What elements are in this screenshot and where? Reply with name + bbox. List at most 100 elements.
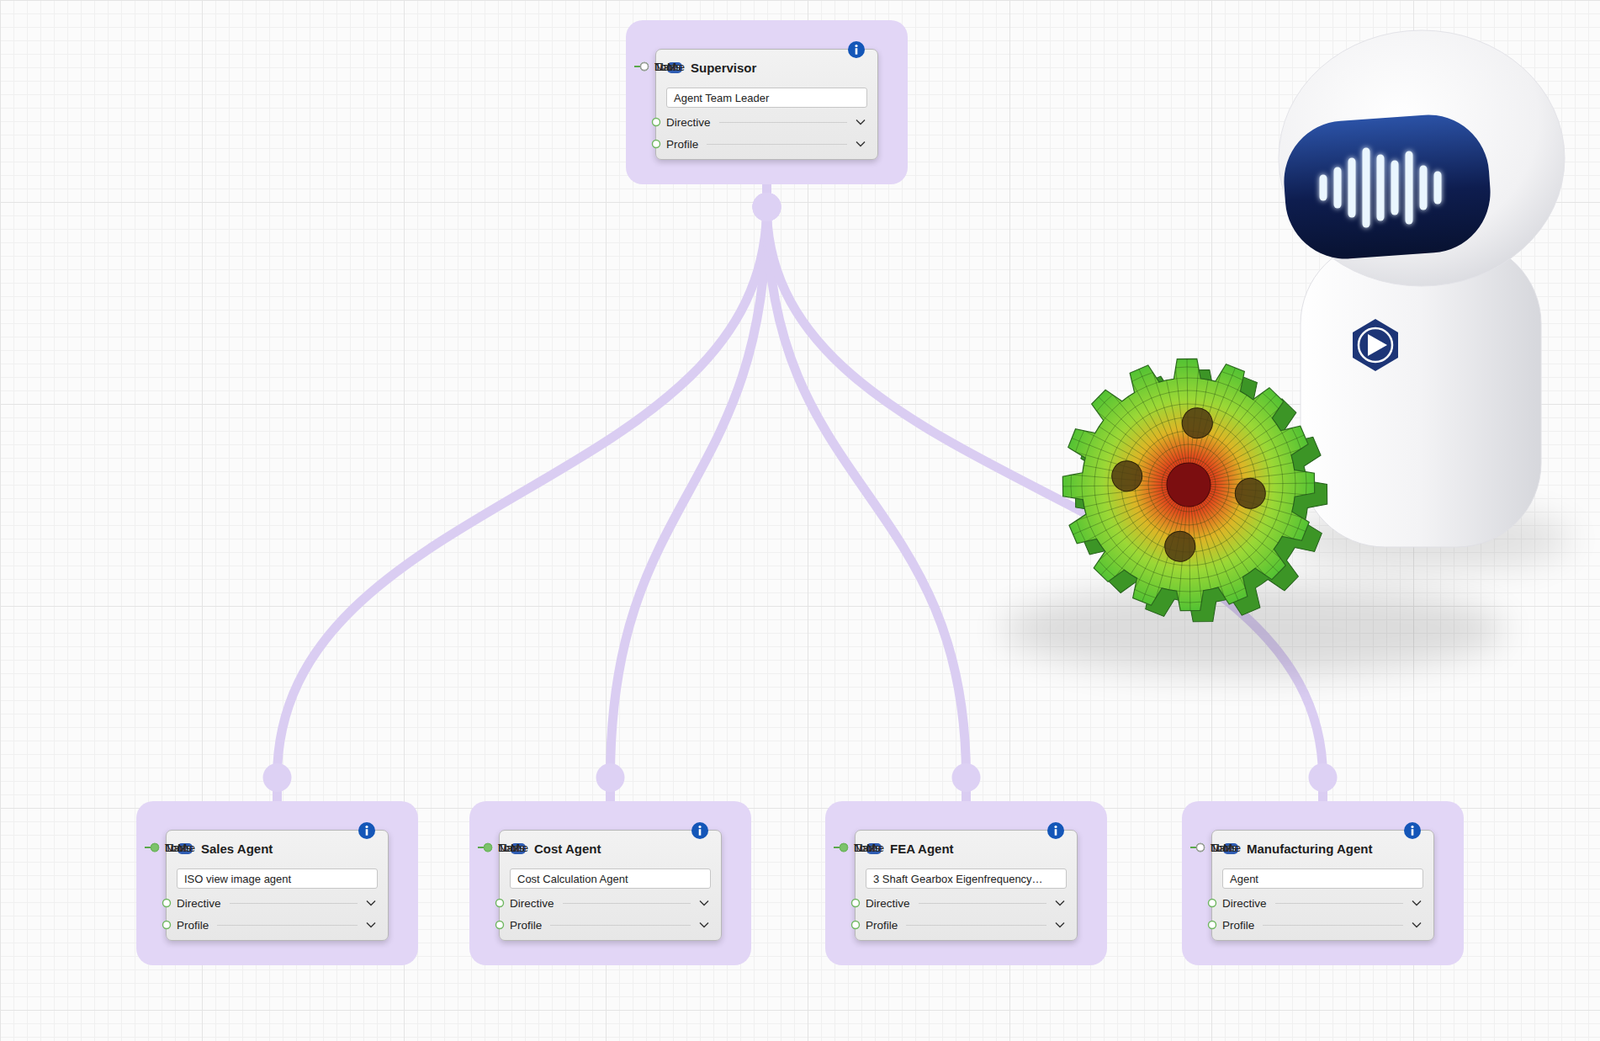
wave-bar: [1391, 164, 1399, 212]
dropdown-rule: [229, 902, 358, 904]
info-circle: [691, 821, 709, 839]
robot-head: [1278, 30, 1565, 287]
chevron: [366, 922, 376, 928]
dropdown-label: Directive: [1222, 896, 1267, 910]
mesh-line: [1101, 370, 1178, 483]
port-row: Tools: [487, 836, 537, 859]
agent-node: Sales AgentNameISO view image agentLLMTo…: [136, 800, 419, 965]
chevron: [1055, 922, 1065, 928]
port-circle: [641, 63, 649, 71]
wave-bar: [1362, 151, 1371, 224]
chevron: [699, 900, 709, 906]
info-dot: [1410, 825, 1414, 828]
dropdown-row: Profile: [166, 913, 388, 936]
port-circle: [484, 843, 493, 852]
dropdown-row: Directive: [656, 111, 878, 133]
mesh-line: [1195, 495, 1242, 614]
info-icon: [1403, 821, 1422, 840]
port-circle: [1197, 843, 1205, 852]
dropdown-rule: [918, 902, 1047, 904]
text-field: 3 Shaft Gearbox Eigenfrequency…: [865, 868, 1067, 889]
robot-logo: [1352, 318, 1399, 371]
info-icon: [1046, 821, 1065, 840]
name-value: Cost Calculation Agent: [517, 872, 629, 885]
gear-face: [1039, 335, 1337, 633]
mesh-ring: [1076, 372, 1301, 597]
port-circle: [163, 899, 171, 907]
agent-connector: [767, 184, 1324, 801]
mesh-line: [1205, 456, 1321, 482]
agent-card: FEA AgentName3 Shaft Gearbox Eigenfreque…: [854, 829, 1078, 941]
port-stub: [634, 65, 642, 68]
agent-node: Manufacturing AgentNameAgentLLMToolsDire…: [1181, 800, 1464, 965]
agent-connector: [277, 184, 768, 801]
port-connected: [831, 842, 851, 853]
wave-bar: [1334, 170, 1342, 205]
info-icon: [847, 40, 866, 59]
wave-bar: [1377, 158, 1385, 218]
info-icon: [357, 821, 377, 840]
port-stub: [477, 846, 485, 848]
dropdown-row: Directive: [166, 891, 388, 914]
mesh-line: [1202, 444, 1320, 480]
info-stem: [1054, 828, 1058, 836]
wave-bar: [1405, 154, 1414, 221]
port-circle: [840, 843, 848, 852]
port-label: Tools: [498, 841, 525, 854]
gear-hole: [1108, 457, 1145, 494]
mesh-line: [1148, 354, 1184, 472]
info-circle: [847, 41, 865, 59]
mesh-ring: [1124, 420, 1253, 549]
port-connected: [476, 842, 495, 853]
dropdown-rule: [1275, 902, 1404, 904]
dropdown-row: Profile: [499, 913, 721, 936]
mesh-line: [1199, 431, 1318, 478]
port-stub: [833, 846, 841, 848]
info-stem: [1411, 828, 1415, 836]
mesh-line: [1135, 355, 1182, 474]
mesh-line: [1063, 492, 1181, 551]
port-open: [154, 897, 174, 908]
mesh-ring: [1092, 388, 1285, 581]
card-header: Sales Agent: [166, 838, 388, 858]
dropdown-row: Directive: [1212, 891, 1434, 914]
info-dot: [854, 44, 858, 48]
chevron: [1412, 922, 1421, 928]
dropdown-row: Profile: [855, 913, 1077, 936]
logo-ring: [1358, 328, 1393, 362]
port-circle: [151, 843, 159, 852]
port-circle: [496, 921, 504, 929]
mesh-ring: [1108, 404, 1269, 565]
chevron-icon: [1054, 899, 1065, 906]
agent-card: Sales AgentNameISO view image agentLLMTo…: [165, 829, 389, 941]
port-stub: [833, 846, 841, 848]
info-dot: [1054, 825, 1057, 828]
mesh-line: [1123, 359, 1182, 477]
connector-dot: [752, 192, 782, 222]
port-row: Tools: [154, 836, 204, 859]
chevron: [366, 900, 376, 906]
name-value: Agent Team Leader: [673, 91, 769, 105]
port-circle: [163, 921, 171, 929]
dropdown-rule: [217, 924, 358, 926]
card-header: FEA Agent: [855, 838, 1077, 858]
port-open: [154, 919, 174, 930]
dropdown-label: Directive: [666, 116, 711, 129]
wave-bar: [1434, 174, 1442, 201]
card-header: Supervisor: [656, 58, 878, 77]
mesh-line: [1074, 495, 1187, 572]
name-value: Agent: [1229, 872, 1259, 885]
agent-card: SupervisorNameAgent Team LeaderLLMToolsD…: [655, 48, 879, 160]
port-open: [1200, 919, 1219, 930]
agent-title: Manufacturing Agent: [1246, 841, 1373, 856]
chevron-icon: [365, 899, 377, 906]
port-circle: [641, 63, 649, 71]
connector-dot: [752, 192, 782, 222]
gear-bore: [1162, 458, 1215, 511]
agent-title: Cost Agent: [534, 841, 601, 856]
port-circle: [840, 843, 848, 852]
dropdown-label: Directive: [176, 896, 222, 910]
chevron-icon: [699, 899, 710, 906]
dropdown-row: Directive: [499, 891, 721, 914]
mesh-line: [1190, 397, 1304, 474]
